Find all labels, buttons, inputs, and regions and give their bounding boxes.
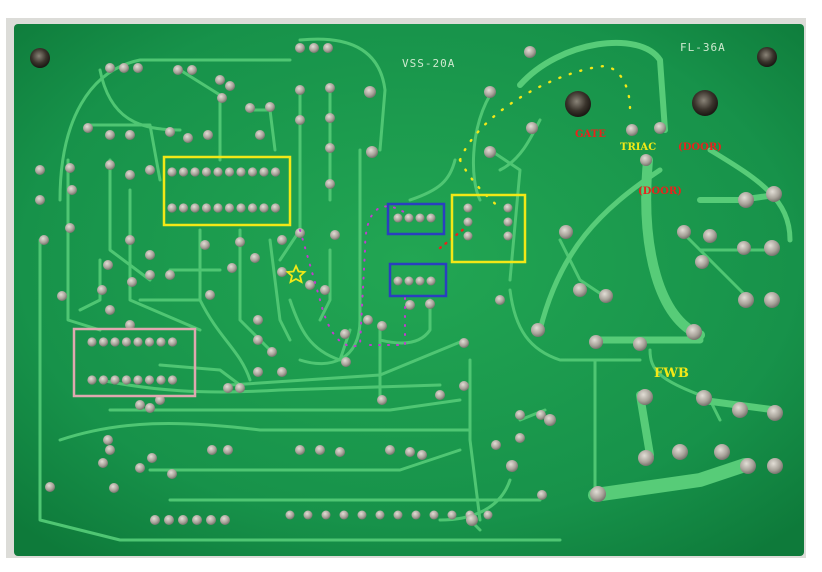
highlight-box-yellow-opto	[450, 193, 527, 264]
highlight-box-blue-bottom	[388, 262, 448, 298]
highlight-box-yellow-ic	[162, 155, 292, 227]
solder-pads	[35, 43, 783, 526]
star-icon	[285, 263, 307, 284]
mounting-holes	[30, 47, 777, 117]
annotation-door-right: (DOOR)	[678, 142, 722, 153]
highlight-box-pink-ic	[72, 327, 197, 398]
annotation-fwb: FWB	[654, 366, 689, 381]
annotation-gate: GATE	[575, 129, 606, 140]
annotation-door-below: (DOOR)	[638, 186, 682, 197]
silkscreen-model-left: VSS-20A	[402, 57, 455, 70]
signal-trace-dotted	[299, 205, 411, 348]
gate-trace-dotted-lower	[458, 158, 502, 210]
highlight-box-blue-top	[386, 202, 446, 236]
copper-traces	[38, 37, 772, 542]
silkscreen-model-right: FL-36A	[680, 41, 726, 54]
annotation-triac: TRIAC	[620, 142, 656, 153]
